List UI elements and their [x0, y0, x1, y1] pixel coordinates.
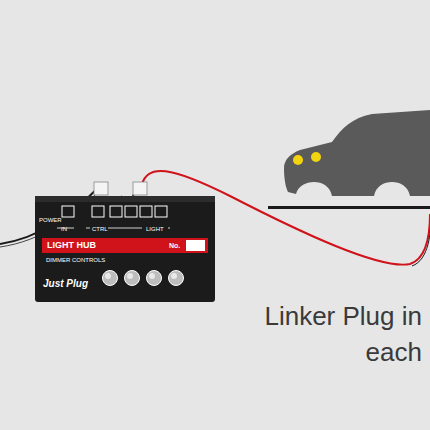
hub-label: LIGHT [146, 226, 164, 232]
dimmer-knob [169, 271, 184, 286]
number-box [186, 240, 205, 251]
plug [94, 182, 108, 195]
linker-wire-black [412, 216, 430, 266]
dimmer-knob [147, 271, 162, 286]
hub-housing [35, 196, 215, 302]
dimmer-knobs [103, 271, 184, 286]
dimmer-knob [103, 271, 118, 286]
light-hub: POWER IN CTRL LIGHT LIGHT HUB No. DIMMER CONTR… [35, 196, 215, 302]
plug [133, 182, 147, 195]
sockets [62, 206, 167, 217]
label-band [42, 238, 208, 253]
hub-top [35, 196, 215, 202]
hub-label: Just Plug [43, 279, 88, 289]
hub-label: IN [61, 226, 67, 232]
headlight [293, 155, 303, 165]
caption-note: Linker Plug in each [262, 298, 422, 370]
hub-label: LIGHT HUB [47, 241, 96, 250]
car-silhouette [284, 110, 430, 196]
ground-line [268, 206, 430, 209]
hub-label: No. [169, 242, 180, 249]
hub-label: POWER [39, 217, 62, 223]
hub-label: DIMMER CONTROLS [46, 257, 105, 263]
hub-label: CTRL [92, 226, 108, 232]
headlight [311, 152, 321, 162]
dimmer-knob [125, 271, 140, 286]
